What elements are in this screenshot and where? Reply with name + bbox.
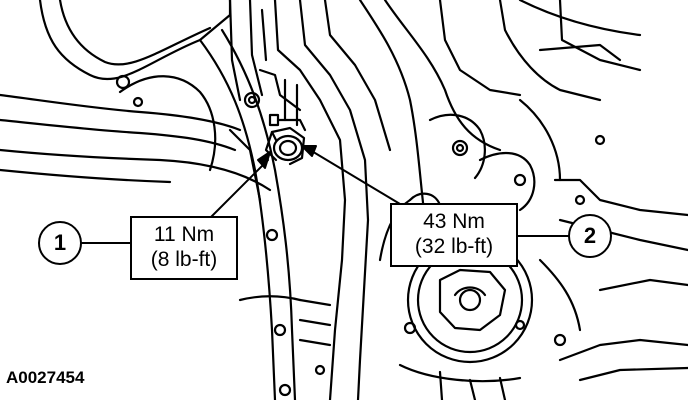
leader-lines [79,145,571,244]
arrow-line-1 [207,159,269,221]
torque-metric-2: 43 Nm [423,210,485,233]
arrow-head-1 [257,151,271,169]
torque-metric-1: 11 Nm [153,223,215,246]
center-ribs [228,0,392,400]
figure-id: A0027454 [6,368,85,387]
bolt-cluster [264,113,307,166]
lower-right-structure [438,278,688,400]
arrow-line-2 [309,149,411,211]
torque-imperial-1: (8 lb-ft) [150,248,218,271]
callout-number-2: 2 [568,214,612,258]
left-housing [0,0,297,400]
torque-label-2: 43 Nm (32 lb-ft) [390,203,518,267]
callout-number-1: 1 [38,221,82,265]
torque-imperial-2: (32 lb-ft) [414,235,494,258]
torque-label-1: 11 Nm (8 lb-ft) [130,216,238,280]
arrow-head-2 [301,145,317,157]
right-housing [358,0,688,252]
